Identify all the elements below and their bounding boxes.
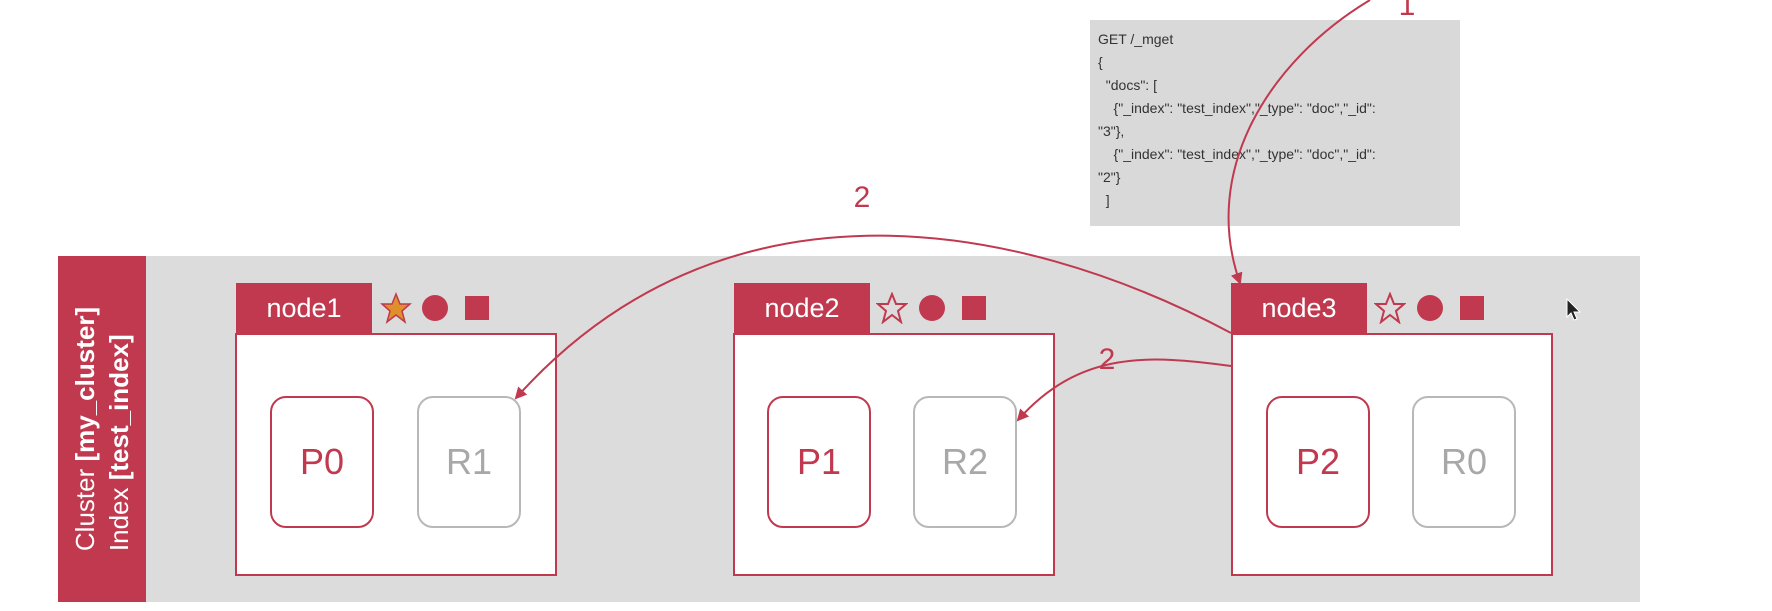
mget-request-box: GET /_mget { "docs": [ {"_index": "test_… [1090, 20, 1460, 226]
shard-replica: R2 [913, 396, 1017, 528]
shard-replica: R0 [1412, 396, 1516, 528]
request-line: "docs": [ [1098, 77, 1157, 93]
cluster-prefix: Cluster [70, 461, 100, 552]
star-icon [1374, 292, 1406, 324]
star-icon [876, 292, 908, 324]
arrow-label: 1 [1398, 0, 1416, 22]
cluster-label: Cluster [my_cluster] Index [test_index] [68, 307, 136, 551]
request-line: {"_index": "test_index","_type": "doc","… [1098, 146, 1376, 162]
square-icon [1460, 296, 1484, 320]
shard-replica: R1 [417, 396, 521, 528]
square-icon [962, 296, 986, 320]
circle-icon [422, 295, 448, 321]
node3-tab: node3 [1231, 283, 1367, 333]
shard-primary: P2 [1266, 396, 1370, 528]
request-line: GET /_mget [1098, 31, 1174, 47]
cluster-name-line: Cluster [my_cluster] [68, 307, 102, 551]
arrow-label: 2 [853, 181, 871, 214]
shard-primary: P1 [767, 396, 871, 528]
cursor-icon [1566, 298, 1582, 321]
index-prefix: Index [104, 480, 134, 552]
circle-icon [1417, 295, 1443, 321]
request-line: "3"}, [1098, 123, 1125, 139]
request-line: ] [1098, 192, 1110, 208]
arrow-label: 2 [1098, 343, 1116, 376]
cluster-label-bar [58, 256, 146, 602]
request-line: { [1098, 54, 1103, 70]
request-line: "2"} [1098, 169, 1121, 185]
star-icon [380, 292, 412, 324]
request-line: {"_index": "test_index","_type": "doc","… [1098, 100, 1376, 116]
index-name-line: Index [test_index] [102, 307, 136, 551]
circle-icon [919, 295, 945, 321]
node1-tab: node1 [236, 283, 372, 333]
node2-tab: node2 [734, 283, 870, 333]
cluster-name: [my_cluster] [70, 306, 100, 462]
square-icon [465, 296, 489, 320]
index-name: [test_index] [104, 334, 134, 481]
shard-primary: P0 [270, 396, 374, 528]
